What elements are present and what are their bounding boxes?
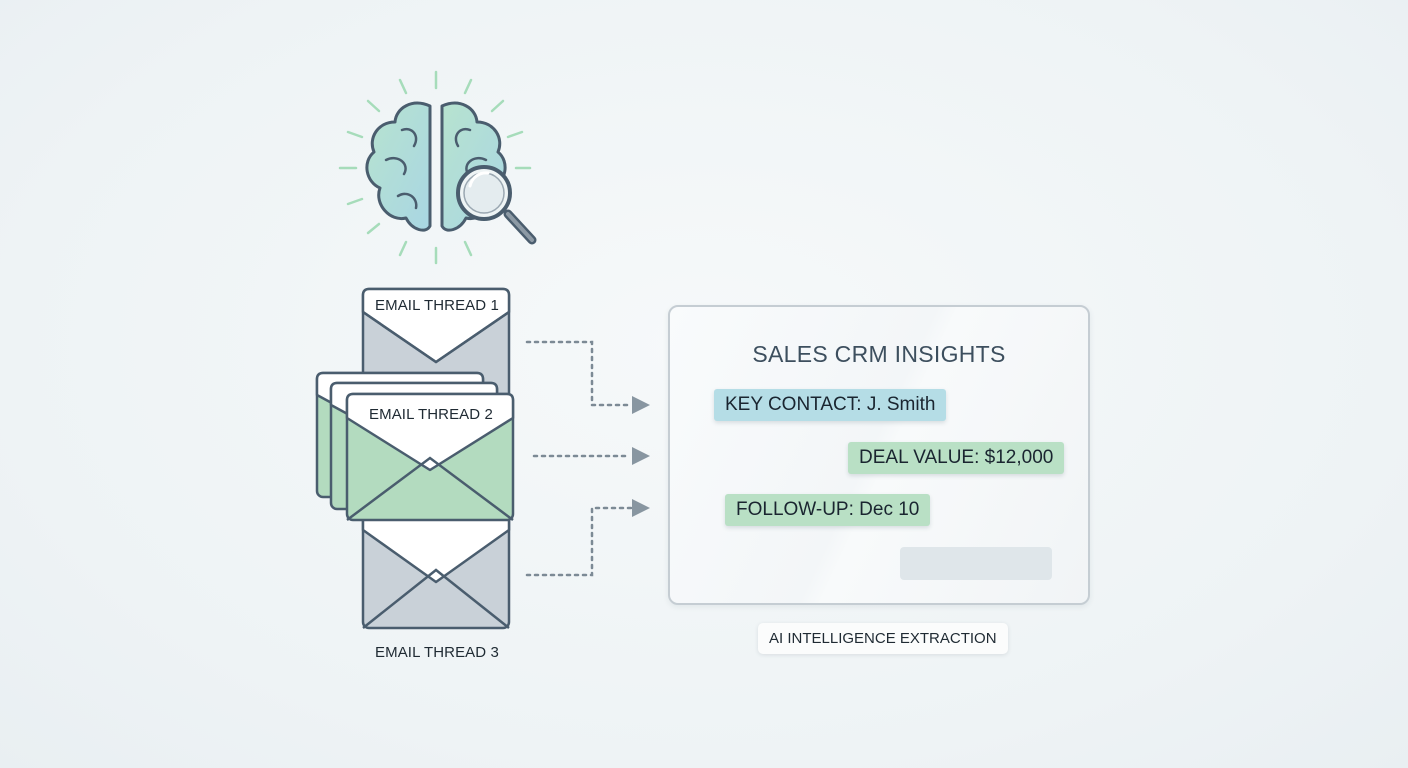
deal-value-chip: DEAL VALUE: $12,000 [848,442,1065,474]
panel-title: SALES CRM INSIGHTS [752,341,1006,367]
envelope-icon [315,371,515,522]
thread-label-3: EMAIL THREAD 3 [375,644,499,661]
thread-label-1: EMAIL THREAD 1 [375,297,499,314]
arrow-icon [632,396,650,517]
placeholder-bar [900,547,1052,580]
thread-label-2: EMAIL THREAD 2 [369,406,493,423]
crm-insights-panel: SALES CRM INSIGHTS KEY CONTACT: J. Smith… [668,305,1090,605]
footer-label: AI INTELLIGENCE EXTRACTION [758,623,1008,654]
key-contact-chip: KEY CONTACT: J. Smith [714,389,947,421]
magnifier-icon [456,165,537,245]
brain-icon [338,70,537,265]
glow-rays [338,70,532,265]
follow-up-chip: FOLLOW-UP: Dec 10 [725,494,931,526]
connectors [525,340,634,577]
